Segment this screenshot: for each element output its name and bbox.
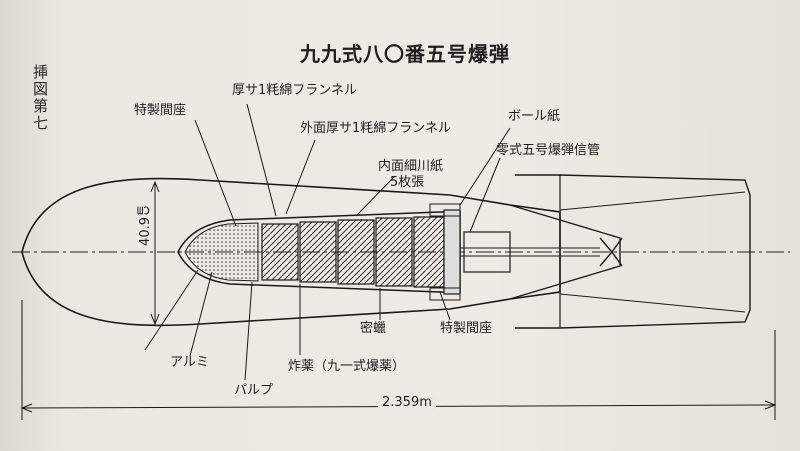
nose-filler <box>184 222 259 282</box>
diagram-title: 九九式八〇番五号爆弾 <box>300 42 510 66</box>
tail-cone <box>509 204 621 300</box>
figure-label: 挿図第七 <box>31 64 49 132</box>
explosive-blocks <box>261 216 445 288</box>
label-thickness-flannel: 厚サ1粍綿フランネル <box>232 83 358 98</box>
label-inner-paper-2: 5枚張 <box>390 175 425 190</box>
fuze-body <box>463 231 511 273</box>
label-special-spacer-bottom: 特製間座 <box>440 321 493 336</box>
leader-lines <box>144 103 511 381</box>
label-special-spacer-top: 特製間座 <box>134 103 187 118</box>
label-aluminium: アルミ <box>170 355 209 370</box>
label-pulp: パルプ <box>234 383 274 398</box>
rear-spacer <box>443 209 461 295</box>
label-fuze: 零式五号爆弾信管 <box>496 143 601 158</box>
label-length: 2.359m <box>378 395 436 411</box>
label-inner-paper-1: 内面細川紙 <box>378 159 444 174</box>
label-wax: 密蠟 <box>360 321 387 336</box>
label-diameter: 40.9㎝ <box>138 204 153 246</box>
label-explosive: 炸薬（九一式爆薬） <box>288 359 406 374</box>
label-outer-flannel: 外面厚サ1粍綿フランネル <box>300 121 452 136</box>
tail-fins <box>515 174 751 329</box>
label-ball-paper: ボール紙 <box>508 109 561 124</box>
propeller-icon <box>599 237 623 267</box>
